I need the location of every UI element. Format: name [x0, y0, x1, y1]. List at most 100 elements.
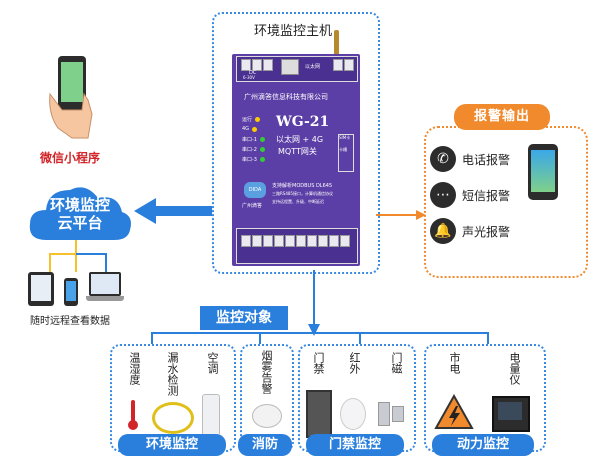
led-row: 串口-3: [242, 154, 265, 164]
brand-name: 广州滴答: [242, 203, 263, 209]
thermometer-icon: [128, 400, 138, 430]
category-label: 动力监控: [432, 434, 534, 456]
terminal: [285, 235, 295, 247]
led-row: 运行: [242, 114, 265, 124]
feature-list: 支持解析MODBUS DL645 三路RS485接口，计算机通信协议 支持远程置…: [272, 182, 333, 205]
led-icon: [260, 136, 265, 142]
object-label: 漏水检测: [166, 352, 179, 396]
dc-voltage: 6-30V: [243, 75, 255, 80]
laptop-icon: [86, 272, 124, 306]
category-label: 环境监控: [118, 434, 226, 456]
object-label: 烟雾告警: [260, 350, 273, 394]
antenna-icon: [334, 30, 339, 60]
led-icon: [260, 146, 265, 152]
terminal: [296, 235, 306, 247]
door-magnet-icon: [378, 402, 404, 426]
terminal: [318, 235, 328, 247]
objects-title: 监控对象: [200, 306, 288, 330]
alarm-title: 报警输出: [454, 104, 550, 130]
feature-line: 支持解析MODBUS DL645: [272, 183, 333, 189]
object-label: 电量仪: [508, 352, 521, 385]
terminal: [252, 59, 262, 71]
alarm-item-sms: ⋯ 短信报警: [430, 182, 510, 208]
gateway-device: DC 6-30V 以太网 广州滴答信息科技有限公司 WG-21 以太网 + 4G…: [232, 54, 360, 266]
terminal: [263, 59, 273, 71]
remote-label: 随时远程查看数据: [30, 316, 110, 327]
wechat-label: 微信小程序: [40, 151, 101, 165]
tablet-icon: [28, 272, 54, 306]
model-name: WG-21: [276, 114, 330, 130]
sim-label2: 卡槽: [339, 147, 347, 152]
object-label: 门磁: [390, 352, 403, 374]
phone-icon: [64, 278, 78, 306]
arrow-to-cloud-icon: [134, 196, 212, 226]
alarm-label: 电话报警: [462, 152, 511, 167]
aux-terminals: [333, 59, 354, 71]
phone-call-icon: ✆: [430, 146, 456, 172]
smoke-detector-icon: [252, 404, 282, 428]
terminal: [252, 235, 262, 247]
bottom-terminal-strip: [236, 228, 358, 264]
sim-slot[interactable]: SIM卡 卡槽: [338, 134, 354, 172]
feature-line: 支持远程置、升级、中断延迟: [272, 199, 324, 204]
terminal: [333, 59, 343, 71]
object-label: 红外: [348, 352, 361, 374]
category-label: 门禁监控: [306, 434, 404, 456]
door-icon: [306, 390, 332, 438]
connector-down-icon: [307, 270, 321, 336]
terminal: [307, 235, 317, 247]
sim-label: SIM卡: [339, 135, 351, 140]
terminal: [263, 235, 273, 247]
terminal: [241, 59, 251, 71]
power-meter-icon: [492, 396, 530, 432]
ethernet-label: 以太网: [305, 64, 321, 70]
cloud-line1: 环境监控: [49, 196, 110, 214]
cloud-line2: 云平台: [57, 214, 103, 232]
led-row: 串口-2: [242, 144, 265, 154]
terminal: [274, 235, 284, 247]
top-terminal-strip: DC 6-30V 以太网: [236, 56, 358, 82]
category-label: 消防: [238, 434, 292, 456]
terminal: [340, 235, 350, 247]
bottom-terminals-2: [307, 235, 350, 247]
alarm-item-light: 🔔 声光报警: [430, 218, 510, 244]
power-terminals: [241, 59, 273, 71]
category-access: 门禁 红外 门磁: [298, 344, 416, 452]
ethernet-port[interactable]: [281, 59, 299, 75]
object-label: 温湿度: [128, 352, 141, 385]
alarm-label: 短信报警: [462, 188, 511, 203]
brand-logo: DIDA: [244, 182, 266, 198]
water-sensor-icon: [152, 402, 194, 434]
led-label: 串口-2: [242, 146, 257, 153]
dc-label: DC: [249, 70, 257, 76]
company-name: 广州滴答信息科技有限公司: [244, 93, 328, 101]
ac-unit-icon: [202, 394, 220, 436]
led-icon: [260, 156, 265, 162]
object-label: 门禁: [312, 352, 325, 374]
alarm-label: 声光报警: [462, 224, 511, 239]
terminal: [329, 235, 339, 247]
smartphone-icon: [528, 144, 558, 200]
object-label: 市电: [448, 352, 461, 374]
led-row: 串口-1: [242, 134, 265, 144]
object-label: 空调: [206, 352, 219, 374]
terminal: [241, 235, 251, 247]
connector-lines: [40, 240, 120, 272]
sms-icon: ⋯: [430, 182, 456, 208]
led-list: 运行 4G 串口-1 串口-2 串口-3: [242, 114, 265, 164]
led-icon: [252, 126, 258, 132]
model-line1: 以太网 + 4G: [276, 135, 324, 144]
cloud-icon: [24, 178, 136, 248]
led-label: 运行: [242, 116, 253, 123]
label-panel: 广州滴答信息科技有限公司 WG-21 以太网 + 4G MQTT网关 运行 4G…: [236, 86, 356, 224]
led-icon: [255, 116, 261, 122]
bottom-terminals: [241, 235, 306, 247]
infrared-sensor-icon: [340, 398, 366, 430]
model-line2: MQTT网关: [278, 147, 317, 156]
led-label: 串口-3: [242, 156, 257, 163]
led-row: 4G: [242, 124, 265, 134]
electric-hazard-icon: [434, 393, 474, 430]
led-label: 串口-1: [242, 136, 257, 143]
bracket-line: [150, 330, 490, 345]
host-frame: [212, 12, 380, 274]
